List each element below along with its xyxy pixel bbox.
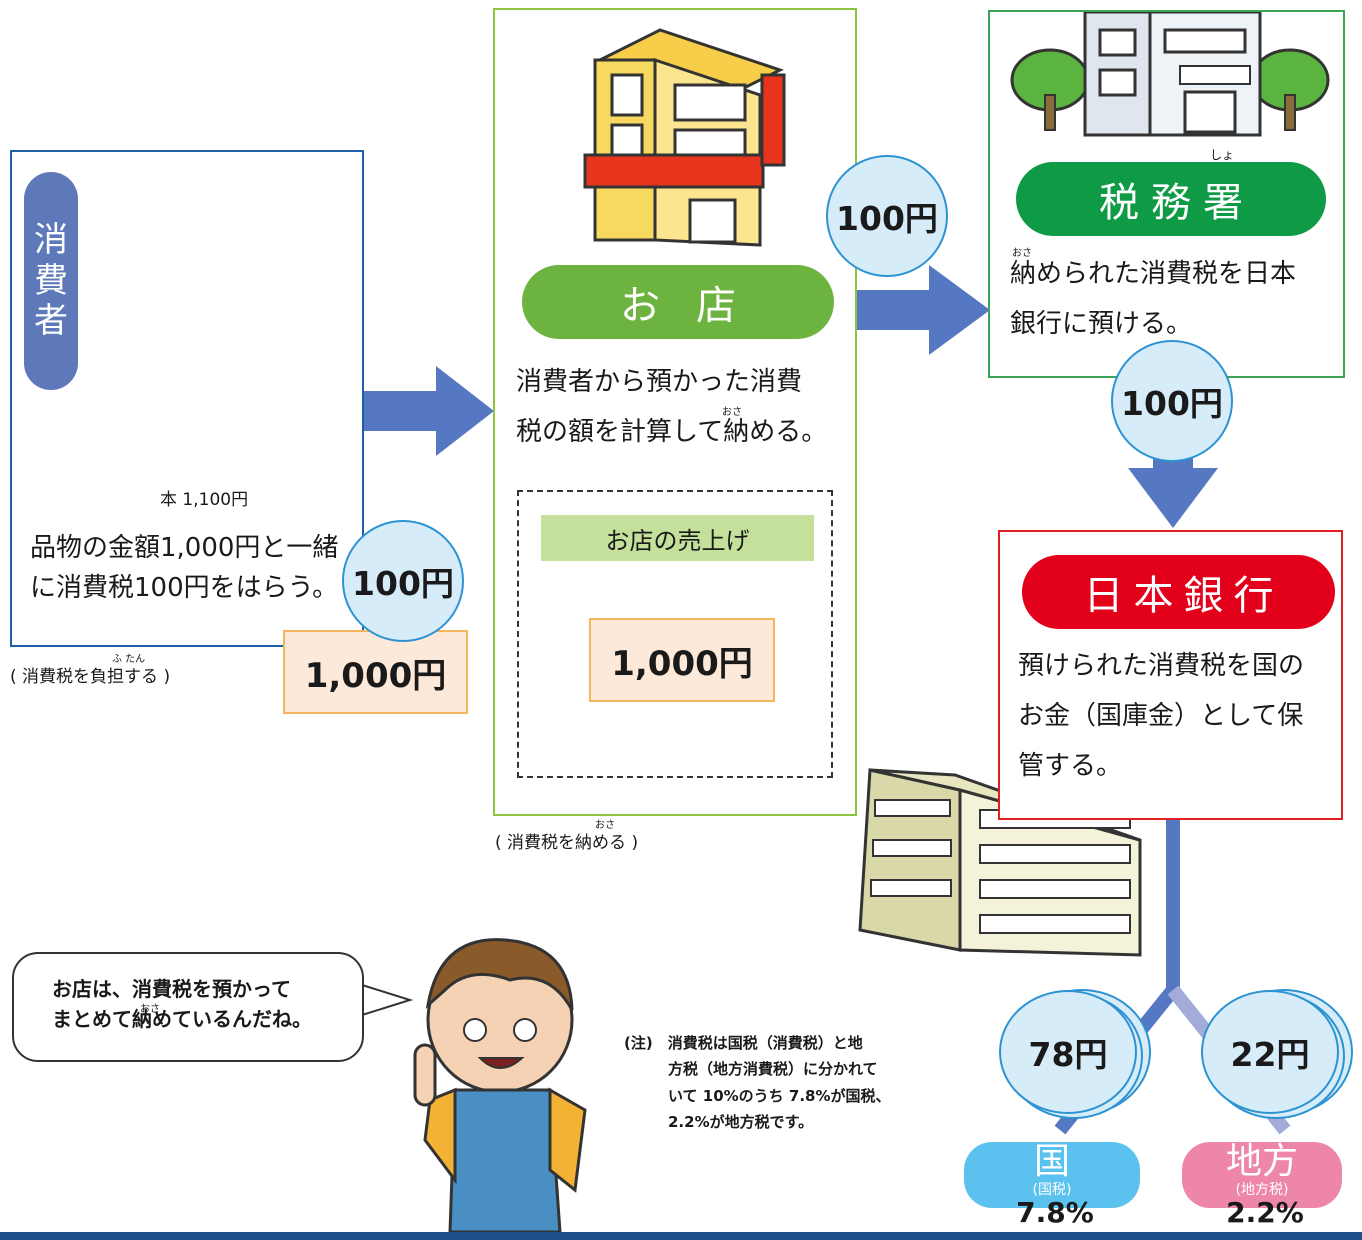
store-desc-line1: 消費者から預かった消費 <box>516 367 803 397</box>
consumer-tax-coin: 100円 <box>342 520 464 642</box>
footnote-line4: 2.2%が地方税です。 <box>668 1112 814 1131</box>
boj-building-illustration <box>858 768 1142 957</box>
speech-ruby: おさ <box>140 1004 160 1015</box>
store-panel <box>493 8 857 816</box>
store-sales-amount: 1,000円 <box>589 618 775 702</box>
store-sales-box <box>517 490 833 778</box>
speech-line2: まとめて納めているんだね。 <box>52 1007 312 1031</box>
boj-desc-line1: 預けられた消費税を国の <box>1018 651 1305 681</box>
store-building-illustration <box>583 28 786 247</box>
bottom-bar <box>0 1232 1362 1240</box>
local-tax-label: 地方 <box>1225 1141 1298 1182</box>
tax-office-building-illustration <box>1010 10 1330 137</box>
arrow-consumer-to-store <box>364 366 494 456</box>
tax-office-desc-ruby: おさ <box>1012 248 1032 259</box>
book-price-label: 本 1,100円 <box>160 490 249 510</box>
tax-office-tax-coin: 100円 <box>1111 340 1233 462</box>
store-label: お店 <box>522 265 834 339</box>
local-tax-percent: 2.2% <box>1226 1196 1304 1229</box>
tax-office-desc-line2: 銀行に預ける。 <box>1010 309 1193 339</box>
boj-label: 日本銀行 <box>1022 555 1335 629</box>
boj-desc-line2: お金（国庫金）として保 <box>1018 701 1304 731</box>
local-tax-coin: 22円 <box>1201 990 1339 1114</box>
national-tax-coin: 78円 <box>999 990 1137 1114</box>
consumer-desc-line2: に消費税100円をはらう。 <box>30 573 339 603</box>
speech-bubble: お店は、消費税を預かって まとめて納めているんだね。 <box>12 952 364 1062</box>
store-tax-coin: 100円 <box>826 155 948 277</box>
consumer-note: ( 消費税を負担する ) <box>10 667 171 687</box>
local-tax-tab: 地方 (地方税) <box>1182 1142 1342 1208</box>
footnote-line3: いて 10%のうち 7.8%が国税、 <box>668 1086 891 1105</box>
local-tax-sub: (地方税) <box>1235 1182 1289 1198</box>
footnote: (注) 消費税は国税（消費税）と地 方税（地方消費税）に分かれて いて 10%の… <box>624 1030 954 1135</box>
consumer-note-ruby: ふ たん <box>112 654 146 665</box>
store-note: ( 消費税を納める ) <box>495 833 639 853</box>
store-desc-ruby: おさ <box>722 407 742 418</box>
footnote-line2: 方税（地方消費税）に分かれて <box>668 1060 878 1079</box>
consumer-payment-amount: 1,000円 <box>283 630 468 714</box>
store-note-ruby: おさ <box>595 820 615 831</box>
store-desc-line2: 税の額を計算して納める。 <box>516 417 828 447</box>
national-tax-label: 国 <box>1033 1141 1070 1182</box>
national-tax-percent: 7.8% <box>1016 1196 1094 1229</box>
consumer-label: 消 費 者 <box>24 172 78 390</box>
tax-office-label-ruby: しょ <box>1210 148 1235 162</box>
store-sales-label: お店の売上げ <box>541 515 814 561</box>
consumer-desc-line1: 品物の金額1,000円と一緒 <box>30 533 339 563</box>
arrow-store-to-tax-office <box>857 265 990 355</box>
tax-office-desc-line1: 納められた消費税を日本 <box>1010 259 1297 289</box>
speech-line1: お店は、消費税を預かって <box>52 977 291 1001</box>
boj-desc-line3: 管する。 <box>1018 751 1123 781</box>
national-tax-tab: 国 (国税) <box>964 1142 1140 1208</box>
boy-pointing-illustration <box>413 938 587 1234</box>
footnote-line1: (注) 消費税は国税（消費税）と地 <box>624 1034 863 1052</box>
tax-office-label: 税務署 <box>1016 162 1326 236</box>
national-tax-sub: (国税) <box>1032 1182 1072 1198</box>
speech-bubble-tail <box>361 983 414 1017</box>
